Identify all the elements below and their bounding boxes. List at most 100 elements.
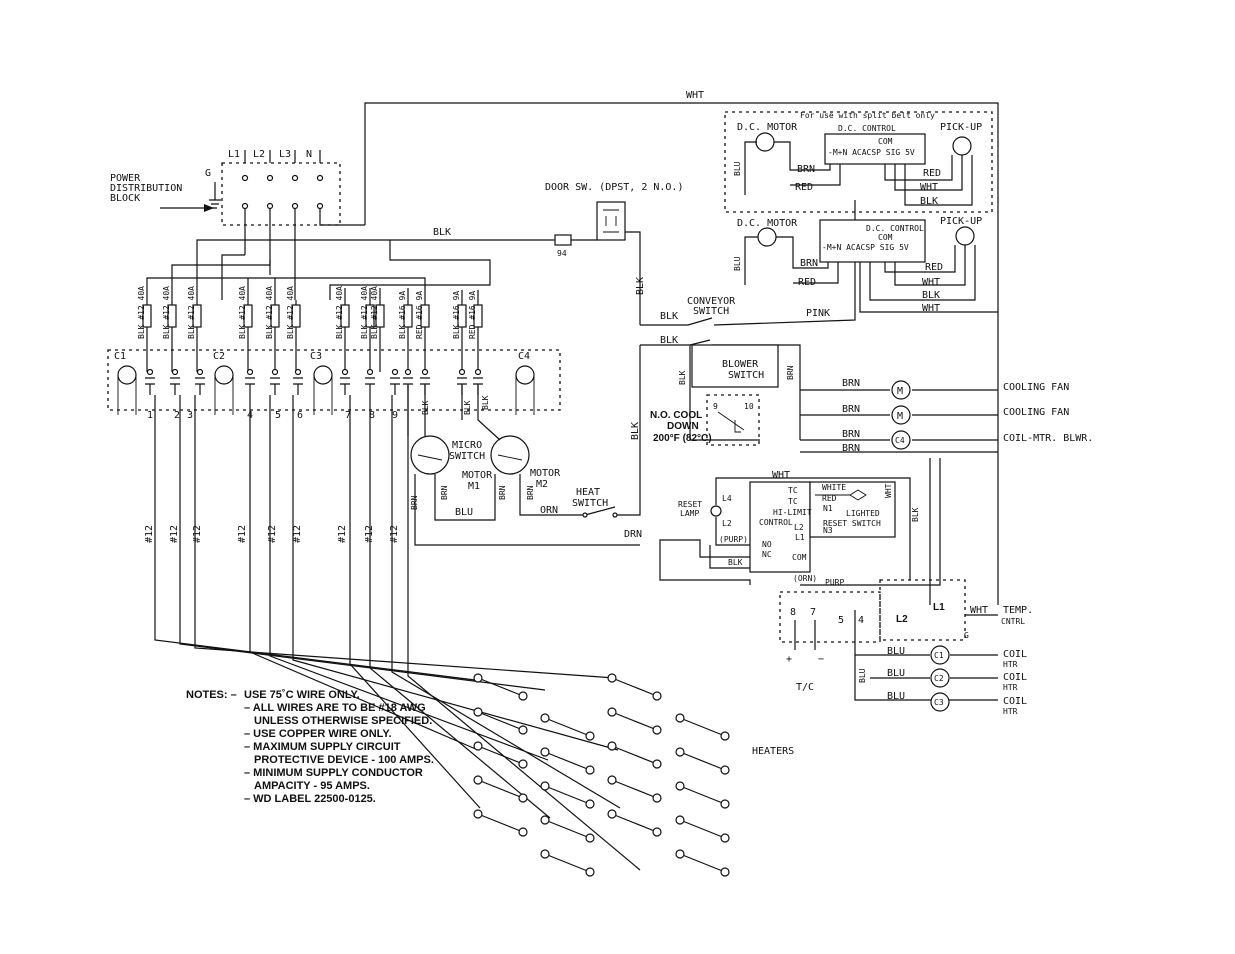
heater-1-seg-1: [477, 677, 524, 697]
heater-1-pin-5: [473, 809, 483, 819]
blower-switch-label-1: BLOWER: [722, 359, 759, 370]
coil-lead-3: [313, 375, 333, 415]
nc-hl: NC: [762, 550, 772, 559]
blk-pu-2: BLK: [922, 290, 940, 301]
terminals-2: -M+N ACACSP SIG 5V: [822, 243, 909, 252]
drn-label: DRN: [624, 529, 642, 540]
motor-m2-symbol: [490, 435, 530, 475]
heater-elements: [473, 673, 730, 877]
heater-2-pin-3: [540, 781, 550, 791]
bus-branches: [146, 240, 491, 300]
fuse-label-2: BLK #12 40A: [162, 286, 171, 339]
dc-control-box-1: [824, 133, 926, 165]
heater-3-pinb-2: [652, 725, 662, 735]
heater-2-seg-3: [544, 785, 591, 805]
wht-hl: WHT: [772, 470, 790, 481]
note-item-1: USE 75˚C WIRE ONLY.: [244, 689, 360, 701]
heater-3-seg-3: [611, 745, 658, 765]
l2c-label: L2: [896, 614, 908, 625]
supply-leads: [244, 150, 321, 163]
tc-probe: [815, 489, 867, 501]
t7-label: 7: [810, 607, 816, 618]
brn-dc-1: BRN: [797, 164, 815, 175]
cooling-fan-label-2: COOLING FAN: [1003, 407, 1069, 418]
contact-top-6: [294, 368, 302, 376]
fuse-94-label: 94: [557, 249, 567, 258]
heater-3-pinb-3: [652, 759, 662, 769]
hi-limit-wires: [659, 458, 941, 605]
notes-heading: NOTES: –: [186, 689, 237, 701]
com-hl: COM: [792, 553, 807, 562]
l1-label: L1: [228, 149, 240, 160]
blk-vertical-2: BLK: [630, 422, 641, 440]
fuse-label-3: BLK #12 40A: [187, 286, 196, 339]
coil-c3-label: C3: [934, 698, 944, 707]
heater-4-pin-1: [675, 713, 685, 723]
wire12-label-6: #12: [292, 525, 303, 543]
contact-num-2: 2: [174, 410, 180, 421]
wire12-label-5: #12: [267, 525, 278, 543]
micro-contacts: [417, 454, 523, 461]
pick-up-2: [955, 226, 975, 246]
blk-micro-1: BLK: [421, 400, 430, 415]
wht-temp: WHT: [970, 605, 988, 616]
heater-4-seg-2: [679, 751, 726, 771]
micro-feed-wires: [407, 385, 501, 441]
no-hl: NO: [762, 540, 772, 549]
purp2-label: PURP: [825, 578, 844, 587]
fuse-label-4: BLK #12 40A: [238, 286, 247, 339]
l3-label: L3: [279, 149, 291, 160]
contactor-coil-2: [214, 365, 234, 385]
heater-4-pinb-2: [720, 765, 730, 775]
reset-lamp-label-2: LAMP: [680, 509, 699, 518]
cap-c2-label: C2: [213, 351, 225, 362]
fan-motor-1: [891, 380, 911, 400]
contact-num-1: 1: [147, 410, 153, 421]
contact-8: [365, 377, 375, 395]
lighted-reset-box: [809, 481, 896, 538]
blk-bus-wire: [196, 239, 555, 300]
heater-3-seg-5: [611, 813, 658, 833]
heater-1-seg-4: [477, 779, 524, 799]
dc-motor-1: [755, 132, 775, 152]
heater-4-pinb-4: [720, 833, 730, 843]
heater-2-pinb-3: [585, 799, 595, 809]
heater-3-pin-1: [607, 673, 617, 683]
tc-minus-label: −: [818, 654, 824, 665]
coil-lead-2: [214, 375, 234, 415]
cool-down-label-1: N.O. COOL: [650, 410, 702, 421]
blu-motor-label: BLU: [455, 507, 473, 518]
wht-hl-vert: WHT: [884, 483, 893, 498]
dc-control-label-1: D.C. CONTROL: [838, 124, 896, 133]
heater-1-seg-5: [477, 813, 524, 833]
fuse-label-12: BLK #16 9A: [452, 291, 461, 339]
blu-c1: BLU: [887, 646, 905, 657]
door-switch-label: DOOR SW. (DPST, 2 N.O.): [545, 182, 683, 193]
brn-blower-vert: BRN: [786, 365, 795, 380]
heater-4-pinb-1: [720, 731, 730, 741]
wire12-label-8: #12: [364, 525, 375, 543]
coil-htr-2b: HTR: [1003, 683, 1018, 692]
fan-m-2: M: [897, 411, 903, 422]
heater-3-pin-5: [607, 809, 617, 819]
cap-c3-label: C3: [310, 351, 322, 362]
heater-1-seg-2: [477, 711, 524, 731]
tc-leads: [794, 620, 816, 650]
motor-m1-label-1: MOTOR: [462, 470, 493, 481]
fuse-label-5: BLK #12 40A: [265, 286, 274, 339]
heaters-label: HEATERS: [752, 746, 794, 757]
contact-top-11: [421, 368, 429, 376]
fan-c4: C4: [895, 436, 905, 445]
contact-top-9: [391, 368, 399, 376]
n-label: N: [306, 149, 312, 160]
heater-3-pinb-5: [652, 827, 662, 837]
red-pu-2: RED: [925, 262, 943, 273]
door-switch-contacts: [603, 209, 619, 233]
heater-1-pinb-4: [518, 793, 528, 803]
heater-3-seg-4: [611, 779, 658, 799]
terminals-1: -M+N ACACSP SIG 5V: [828, 148, 915, 157]
tc-label: T/C: [796, 682, 814, 693]
heater-2-seg-1: [544, 717, 591, 737]
wht-pu-3: WHT: [922, 303, 940, 314]
contact-num-7: 7: [345, 410, 351, 421]
